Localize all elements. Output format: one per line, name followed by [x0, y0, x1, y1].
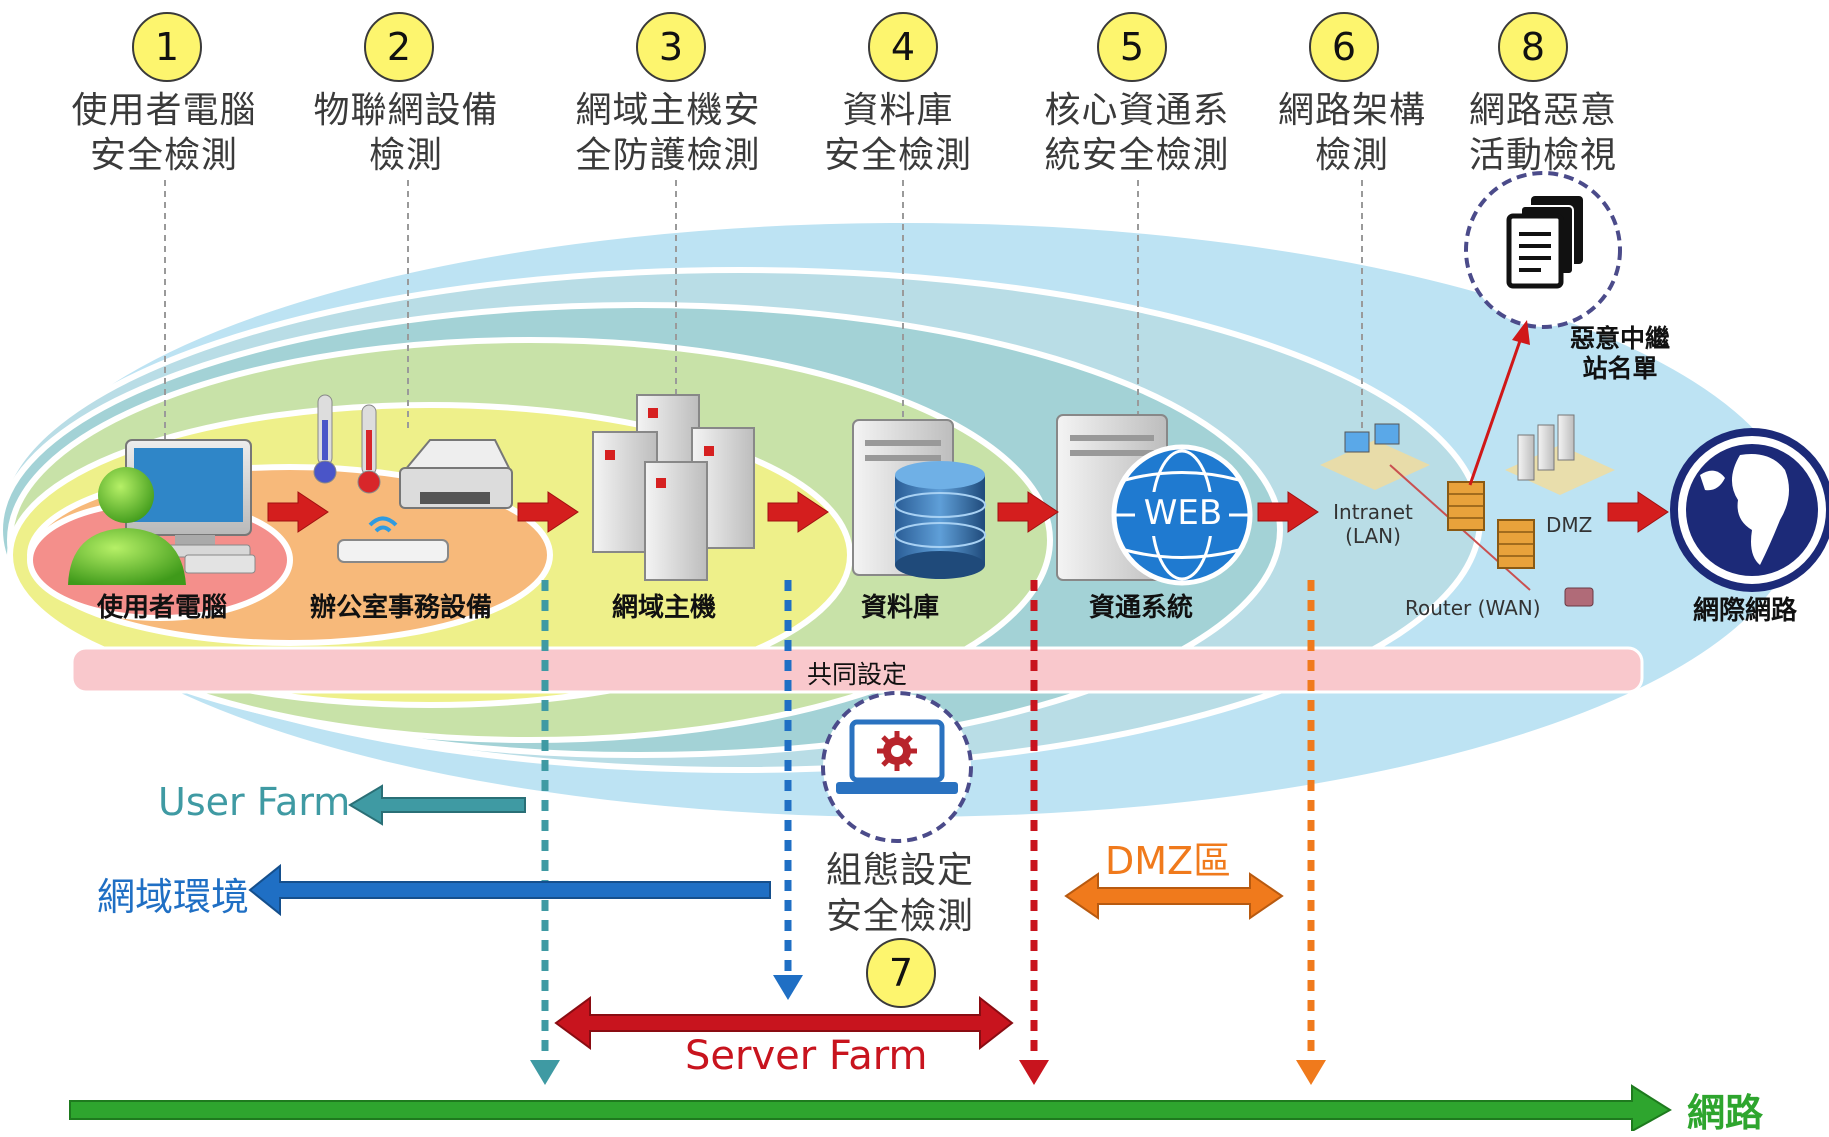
step-title-8-line2: 活動檢視 — [1468, 135, 1617, 176]
intranet-label: Intranet (LAN) — [1328, 500, 1418, 548]
network-architecture-icon — [1320, 414, 1615, 607]
intranet-label-line2: (LAN) — [1345, 524, 1401, 548]
step-number-3: 3 — [636, 12, 706, 82]
step-title-3-line1: 網域主機安 — [575, 90, 761, 131]
step-title-2: 物聯網設備 檢測 — [296, 88, 516, 178]
database-icon — [852, 419, 986, 579]
step-number-2: 2 — [364, 12, 434, 82]
step-title-1: 使用者電腦 安全檢測 — [54, 88, 274, 178]
step-title-3-line2: 全防護檢測 — [575, 135, 761, 176]
step-title-6-line2: 檢測 — [1314, 135, 1389, 176]
server-farm-label: Server Farm — [685, 1033, 928, 1079]
dmz-small-label: DMZ — [1546, 513, 1593, 537]
step-number-6: 6 — [1309, 12, 1379, 82]
internet-globe-icon — [1670, 428, 1829, 592]
dmz-zone-label: DMZ區 — [1105, 839, 1232, 883]
malicious-relay-label-line2: 站名單 — [1582, 354, 1658, 383]
network-label: 網路 — [1687, 1091, 1764, 1135]
step-number-4: 4 — [868, 12, 938, 82]
step-title-4: 資料庫 安全檢測 — [788, 88, 1008, 178]
step-number-7: 7 — [866, 938, 936, 1008]
step-title-8-line1: 網路惡意 — [1468, 90, 1617, 131]
network-arrow — [69, 1084, 1672, 1131]
server-farm-arrow — [554, 995, 1014, 1051]
step-title-2-line1: 物聯網設備 — [313, 90, 499, 131]
step-title-3: 網域主機安 全防護檢測 — [558, 88, 778, 178]
step-number-1: 1 — [132, 12, 202, 82]
step-number-5: 5 — [1097, 12, 1167, 82]
step-title-5-line1: 核心資通系 — [1044, 90, 1230, 131]
common-settings-label: 共同設定 — [806, 660, 907, 689]
step-title-1-line1: 使用者電腦 — [71, 90, 257, 131]
intranet-label-line1: Intranet — [1333, 500, 1413, 524]
step-title-2-line2: 檢測 — [368, 135, 443, 176]
malicious-relay-label: 惡意中繼 站名單 — [1560, 324, 1680, 384]
step-title-6-line1: 網路架構 — [1277, 90, 1426, 131]
domain-env-arrow — [248, 863, 771, 917]
step-title-4-line2: 安全檢測 — [823, 135, 972, 176]
zone-label-office: 辦公室事務設備 — [310, 593, 493, 623]
web-badge-text: WEB — [1143, 493, 1223, 533]
step-number-8: 8 — [1498, 12, 1568, 82]
zone-label-domain-host: 網域主機 — [612, 593, 717, 623]
malicious-relay-list-icon — [1464, 171, 1622, 329]
web-server-icon — [1056, 414, 1253, 586]
config-check-icon — [821, 691, 973, 843]
step-title-5: 核心資通系 統安全檢測 — [1027, 88, 1247, 178]
zone-label-database: 資料庫 — [861, 593, 940, 623]
step-title-1-line2: 安全檢測 — [89, 135, 238, 176]
router-label: Router (WAN) — [1405, 596, 1541, 620]
config-check-label-line1: 組態設定 — [825, 850, 974, 891]
user-computer-icon — [68, 439, 256, 585]
common-settings-bar — [70, 646, 1644, 694]
zone-label-user-pc: 使用者電腦 — [97, 593, 228, 623]
zone-label-info-system: 資通系統 — [1089, 593, 1194, 623]
flow-arrows — [267, 491, 1669, 533]
domain-servers-icon — [592, 394, 755, 581]
user-farm-arrow — [348, 784, 526, 826]
office-equipment-icon — [313, 394, 513, 563]
config-check-label-line2: 安全檢測 — [825, 896, 974, 937]
zone-label-internet: 網際網路 — [1693, 596, 1798, 626]
domain-env-label: 網域環境 — [97, 875, 250, 919]
user-farm-label: User Farm — [158, 780, 351, 824]
dmz-zone-arrow — [1064, 872, 1284, 920]
step-title-4-line1: 資料庫 — [842, 90, 954, 131]
step-title-8: 網路惡意 活動檢視 — [1433, 88, 1653, 178]
step-title-5-line2: 統安全檢測 — [1044, 135, 1230, 176]
malicious-relay-label-line1: 惡意中繼 — [1569, 324, 1670, 353]
config-check-label: 組態設定 安全檢測 — [800, 848, 1000, 940]
step-title-6: 網路架構 檢測 — [1242, 88, 1462, 178]
